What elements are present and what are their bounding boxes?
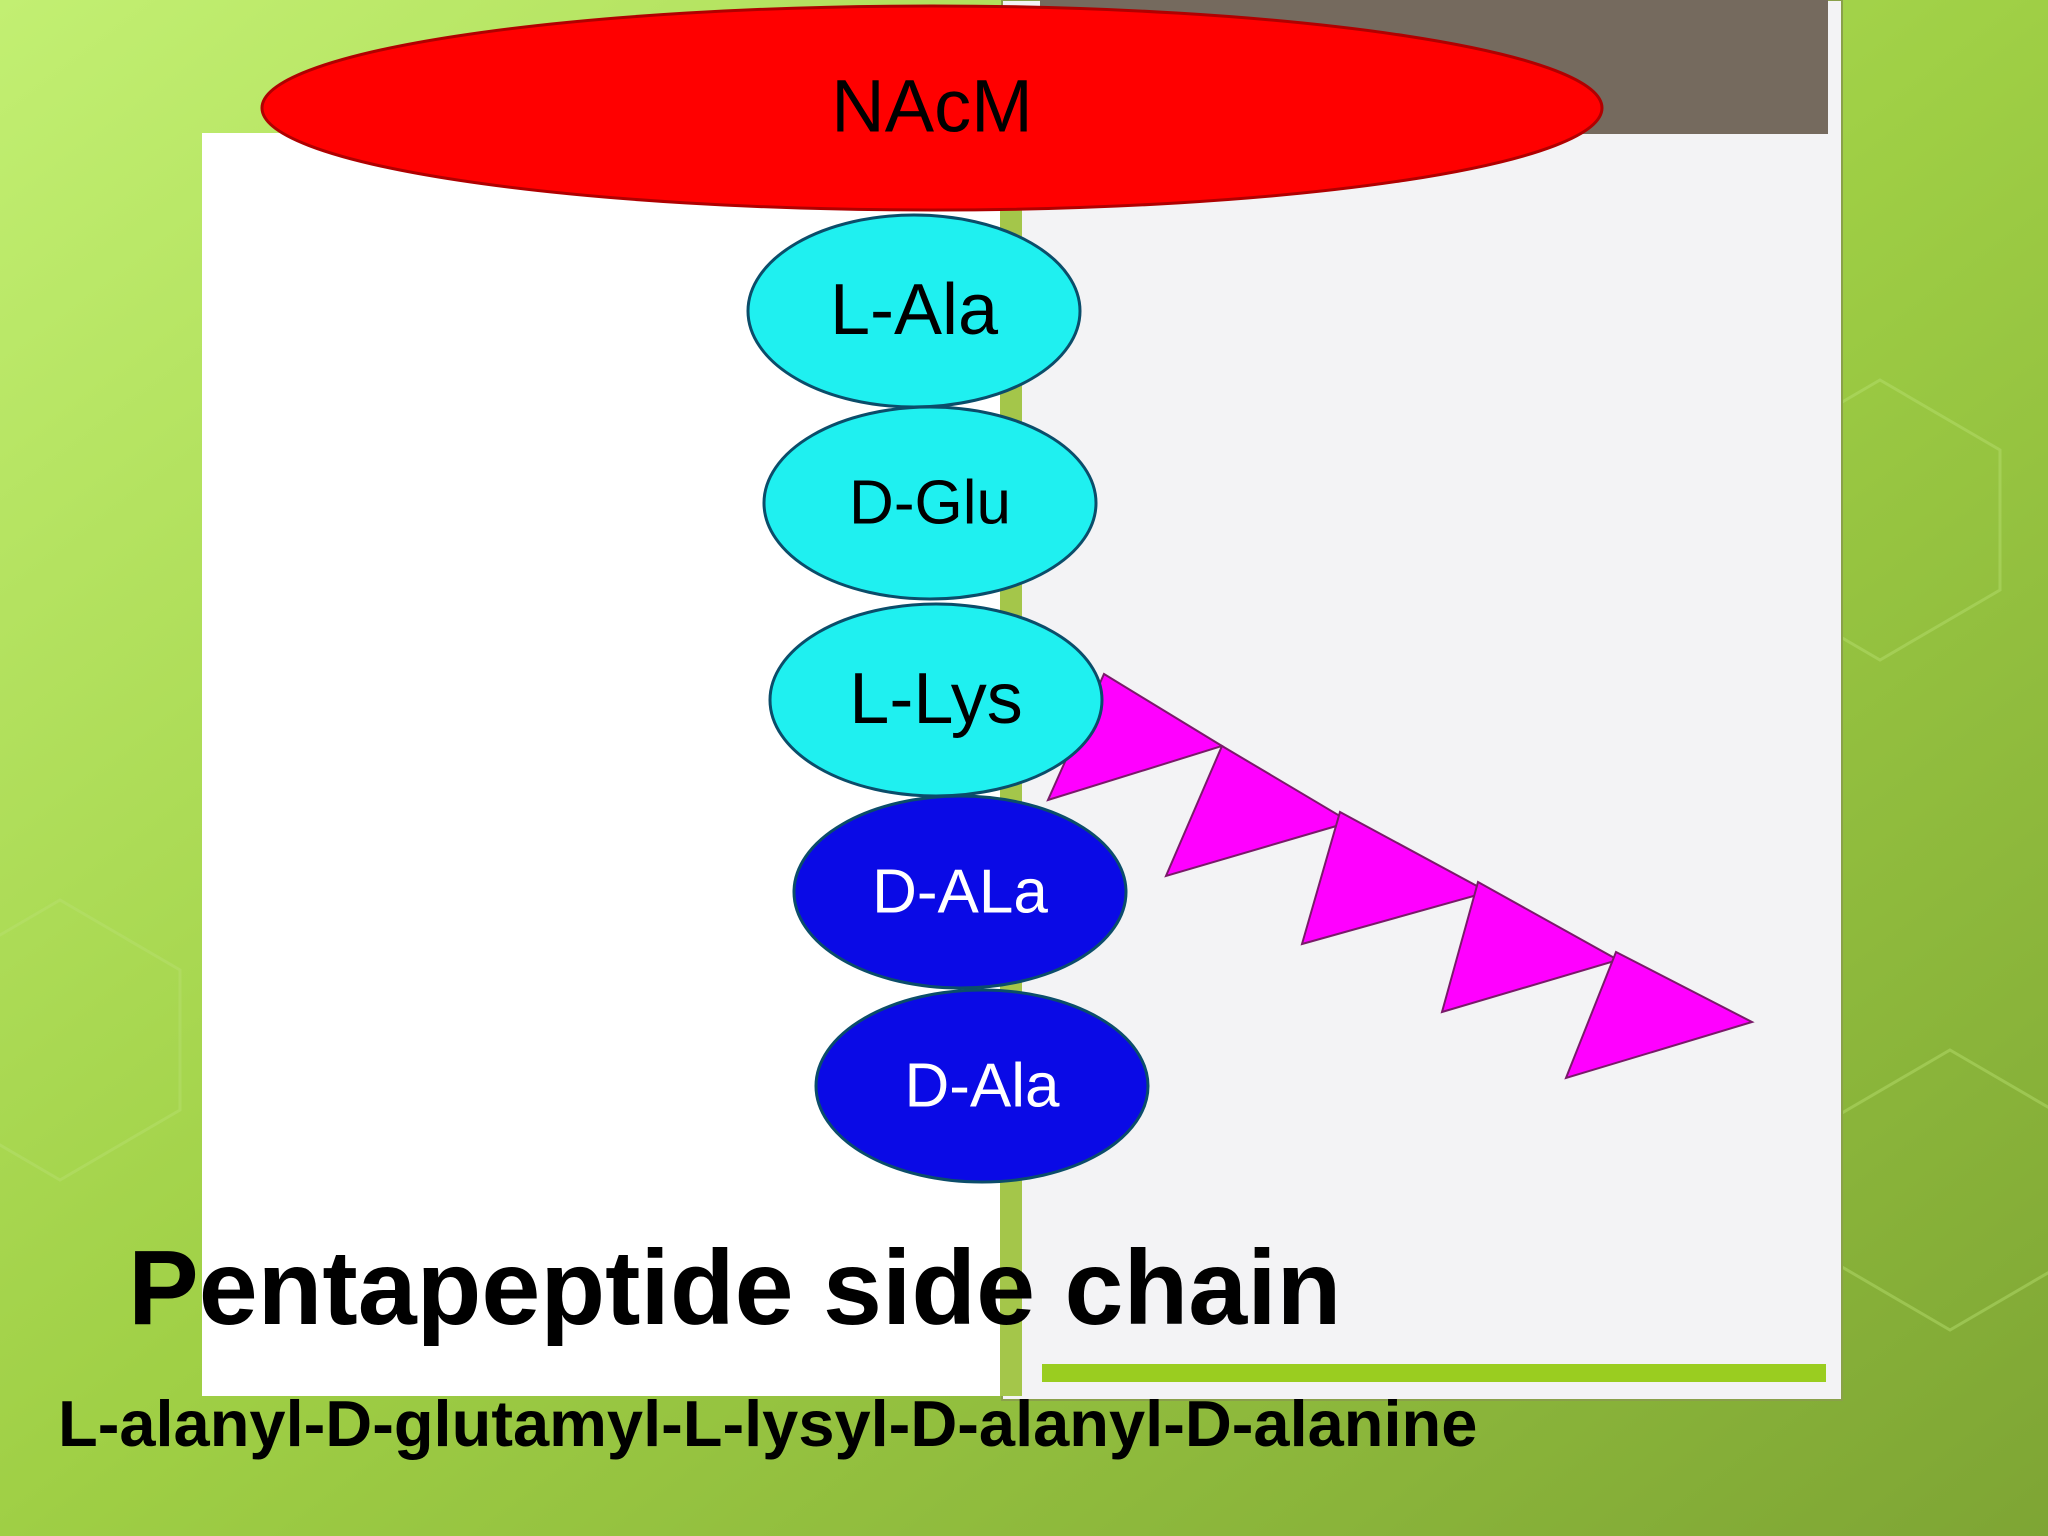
residue-label: D-ALa — [872, 857, 1048, 926]
glycine-triangle — [1440, 880, 1621, 1014]
residue-label: L-Lys — [849, 659, 1022, 739]
residue-label: D-Glu — [849, 468, 1011, 537]
residue-label: L-Ala — [830, 270, 999, 350]
residue-ellipse — [762, 405, 1098, 601]
accent-bar — [1042, 1364, 1826, 1382]
residue-label: D-Ala — [904, 1051, 1060, 1120]
glycine-triangle — [1300, 810, 1491, 946]
slide-subtitle: L-alanyl-D-glutamyl-L-lysyl-D-alanyl-D-a… — [58, 1387, 1478, 1460]
residue-ellipse — [814, 988, 1150, 1184]
slide-title: Pentapeptide side chain — [128, 1229, 1342, 1347]
nacm-sugar-ellipse — [260, 4, 1604, 212]
nacm-sugar-label: NAcM — [831, 65, 1032, 148]
residue-ellipse — [792, 794, 1128, 990]
glycine-triangle — [1164, 744, 1353, 878]
glycine-triangle — [1564, 950, 1755, 1080]
cross-bridge — [1046, 672, 1755, 1080]
